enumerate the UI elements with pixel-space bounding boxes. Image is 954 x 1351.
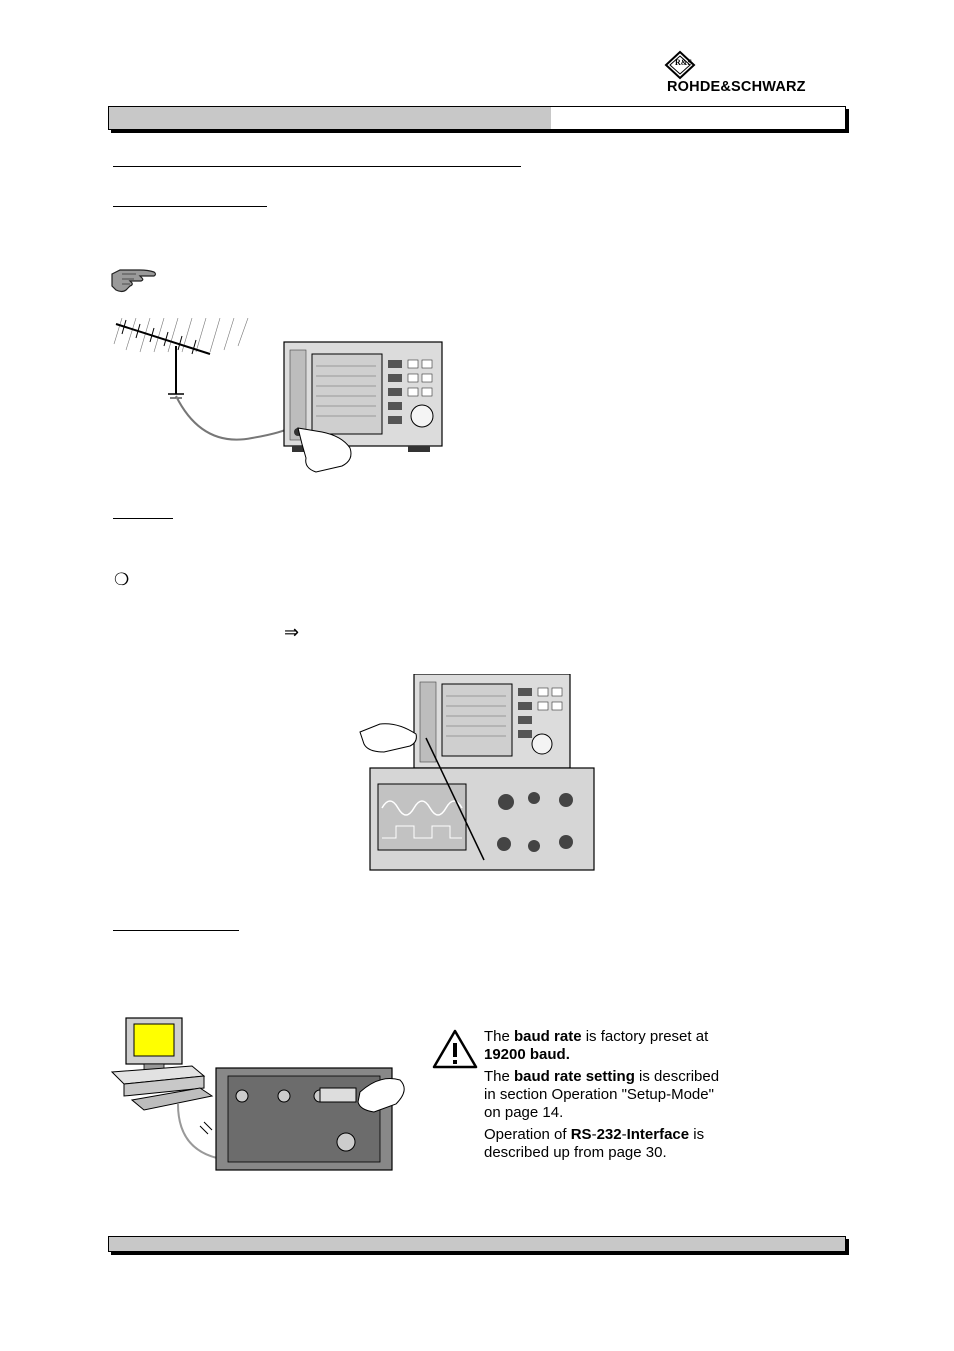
footer-bar bbox=[108, 1236, 846, 1252]
note-paragraph-2: The baud rate setting is described in se… bbox=[484, 1068, 720, 1121]
bullet-symbol: ❍ bbox=[114, 570, 130, 589]
header-bar bbox=[108, 106, 846, 130]
note-paragraph-3: Operation of RS-232-Interface is describ… bbox=[484, 1126, 705, 1161]
rs-emblem-icon: R&S bbox=[664, 50, 696, 80]
svg-text:R&S: R&S bbox=[675, 58, 692, 67]
warning-triangle-icon bbox=[432, 1029, 478, 1069]
note-paragraph-1: The baud rate is factory preset at 19200… bbox=[484, 1028, 709, 1063]
antenna-connection-illustration bbox=[113, 318, 443, 473]
subheading-rule-2 bbox=[113, 518, 173, 519]
section-heading-rule bbox=[113, 166, 521, 167]
subheading-rule bbox=[113, 206, 267, 207]
pointing-hand-icon bbox=[111, 269, 157, 293]
oscilloscope-connection-illustration bbox=[359, 674, 595, 871]
arrow-symbol: ⇒ bbox=[284, 622, 300, 642]
logo-wordmark: ROHDE&SCHWARZ bbox=[667, 79, 806, 95]
company-logo: R&S ROHDE&SCHWARZ bbox=[660, 50, 840, 96]
rs232-connection-illustration bbox=[110, 1017, 405, 1171]
baud-rate-note: The baud rate is factory preset at 19200… bbox=[484, 1028, 784, 1166]
subheading-rule-3 bbox=[113, 930, 239, 931]
